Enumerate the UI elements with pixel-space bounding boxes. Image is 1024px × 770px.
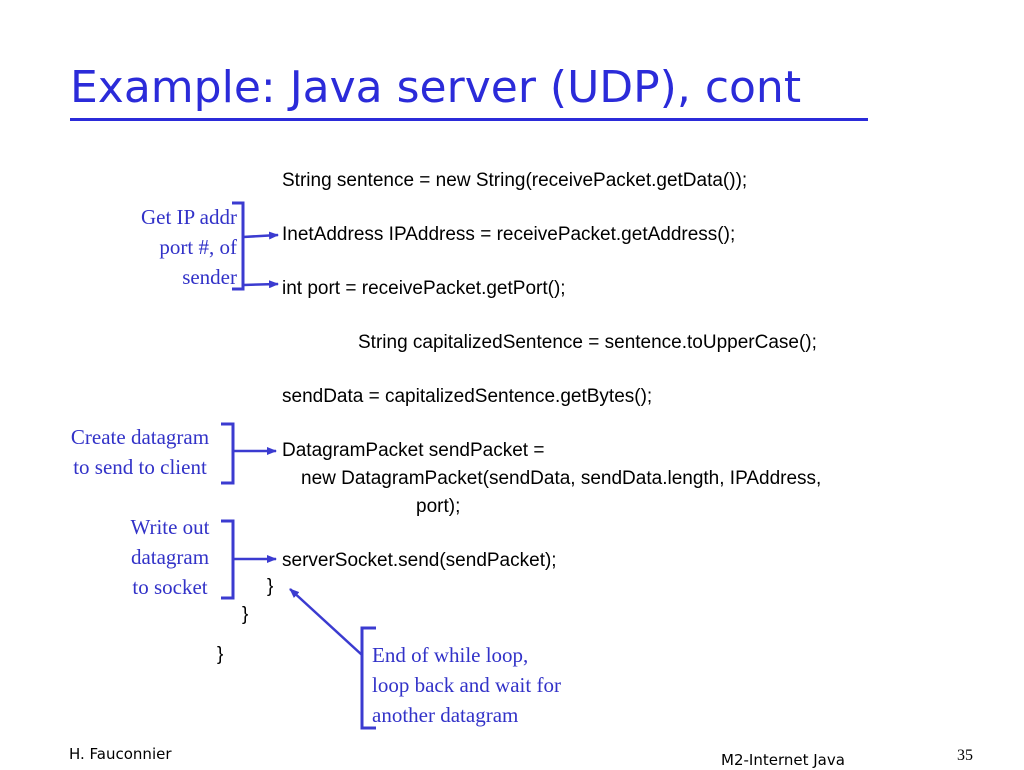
annotation-create-datagram-line-2: to send to client <box>73 455 207 479</box>
annotation-write-out-line-2: datagram <box>130 545 210 569</box>
annotation-create-datagram-line-1: Create datagram <box>70 425 210 449</box>
code-line-1: String sentence = new String(receivePack… <box>282 170 748 191</box>
page-number: 35 <box>957 747 973 764</box>
annotation-end-loop-line-3: another datagram <box>372 703 519 727</box>
annotation-ip-port-line-2: port #, of <box>159 235 237 259</box>
code-line-9: serverSocket.send(sendPacket); <box>282 550 557 571</box>
footer-course: M2-Internet Java <box>721 751 845 769</box>
arrow-ip-addr <box>242 231 279 240</box>
footer-author: H. Fauconnier <box>69 745 172 763</box>
code-line-2: InetAddress IPAddress = receivePacket.ge… <box>282 224 736 245</box>
bracket-ip-port <box>232 201 245 291</box>
code-line-7: new DatagramPacket(sendData, sendData.le… <box>301 468 822 489</box>
bracket-write-out <box>221 519 235 600</box>
annotation-end-loop-line-1: End of while loop, <box>372 643 529 667</box>
bracket-end-loop <box>360 626 376 730</box>
annotation-ip-port-line-1: Get IP addr <box>140 205 237 229</box>
annotation-end-loop-line-2: loop back and wait for <box>372 673 561 697</box>
title-underline <box>70 118 868 121</box>
bracket-create-datagram <box>221 422 235 485</box>
closing-brace-1: } <box>267 576 274 597</box>
arrow-port <box>242 280 279 289</box>
code-line-5: sendData = capitalizedSentence.getBytes(… <box>282 386 653 407</box>
code-line-4: String capitalizedSentence = sentence.to… <box>358 332 817 353</box>
annotation-write-out-line-1: Write out <box>130 515 210 539</box>
code-line-3: int port = receivePacket.getPort(); <box>282 278 566 299</box>
code-line-6: DatagramPacket sendPacket = <box>282 440 545 461</box>
closing-brace-2: } <box>242 604 249 625</box>
annotation-write-out-line-3: to socket <box>132 575 208 599</box>
closing-brace-3: } <box>217 644 224 665</box>
code-line-8: port); <box>416 496 461 517</box>
arrow-end-loop <box>289 588 363 656</box>
slide-title: Example: Java server (UDP), cont <box>70 62 802 113</box>
annotation-ip-port-line-3: sender <box>182 265 237 289</box>
